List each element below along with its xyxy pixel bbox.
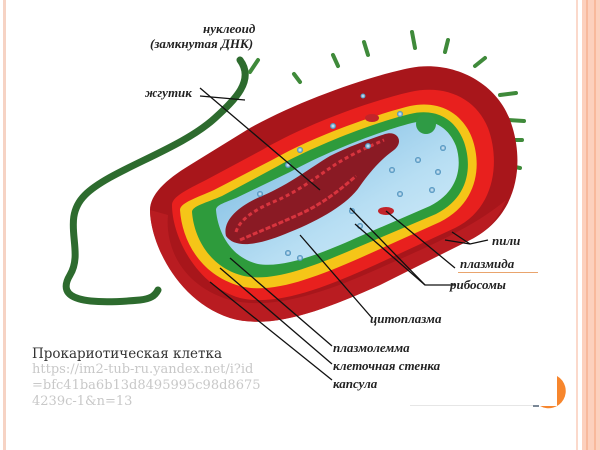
- label-plasmid: плазмида: [460, 256, 515, 271]
- label-cytoplasm: цитоплазма: [370, 311, 442, 326]
- inclusion-granule: [416, 114, 436, 134]
- caption-title: Прокариотическая клетка: [32, 346, 222, 362]
- flagellum: [62, 56, 249, 306]
- footer-dash: [533, 405, 539, 407]
- label-flagellum: жгутик: [145, 85, 192, 100]
- label-nucleoid: нуклеоид: [203, 21, 256, 36]
- label-nucleoid-subtitle: (замкнутая ДНК): [150, 36, 254, 51]
- plasmid: [365, 114, 379, 122]
- slide-right-stripe: [586, 0, 588, 450]
- label-underline: [458, 272, 538, 273]
- slide-corner-ornament-icon: [540, 376, 566, 409]
- image-caption: Прокариотическая клетка https://im2-tub-…: [32, 346, 262, 410]
- label-capsule: капсула: [333, 376, 378, 391]
- slide-right-stripe: [576, 0, 578, 450]
- slide-right-stripe: [594, 0, 596, 450]
- footer-divider: [410, 405, 538, 406]
- leader-lines: [199, 87, 489, 381]
- label-pili: пили: [492, 233, 521, 248]
- label-plasmolemma: плазмолемма: [333, 340, 410, 355]
- ribosomes: [257, 93, 446, 261]
- slide-left-border: [3, 0, 6, 450]
- nucleoid: [225, 133, 400, 245]
- label-cell-wall: клеточная стенка: [333, 358, 441, 373]
- caption-source-url[interactable]: https://im2-tub-ru.yandex.net/i?id=bfc41…: [32, 362, 261, 409]
- label-ribosomes: рибосомы: [450, 277, 506, 292]
